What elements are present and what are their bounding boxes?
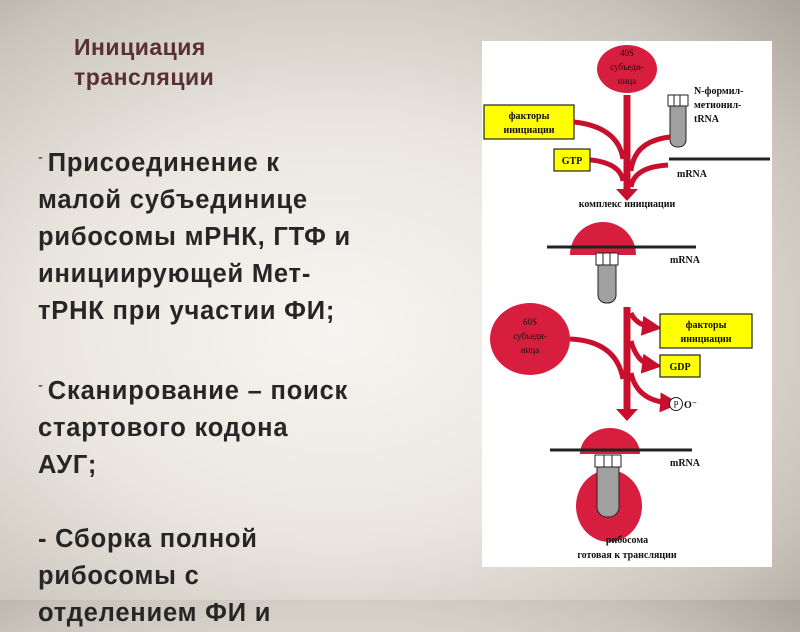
released-factors-box: факторы инициации (659, 313, 753, 349)
phosphate-icon (669, 397, 683, 411)
factors-label: инициации (680, 334, 731, 345)
gdp-box: GDP (659, 354, 701, 378)
complex-small-subunit (570, 222, 636, 255)
factors-box-shape (659, 313, 753, 349)
small-subunit-label: ница (618, 76, 636, 86)
small-subunit-label: 40S (620, 48, 634, 58)
large-subunit-label: 60S (523, 317, 537, 327)
gtp-label: GTP (562, 156, 583, 167)
trna-label: N-формил- (694, 86, 743, 97)
bullet-text: Сканирование – поиск стартового кодона А… (38, 377, 349, 479)
joining-arrow (569, 307, 680, 421)
small-subunit-40s: 40S субъеди- ница (597, 45, 657, 93)
mrna-label: mRNA (670, 458, 701, 469)
ribosome-small-subunit (580, 428, 640, 454)
bullet-dash: - (38, 377, 44, 394)
bullet-dash: - (38, 149, 44, 166)
large-subunit-label: субъеди- (513, 331, 547, 341)
trna-label: метионил- (694, 100, 741, 111)
bullet-item: - Сборка полной рибосомы с отделением ФИ… (38, 521, 476, 632)
assembly-arrow (573, 95, 671, 201)
factors-label: инициации (503, 125, 554, 136)
phosphate-label: P (673, 400, 678, 410)
mrna-label: mRNA (670, 255, 701, 266)
bullet-item: -Сканирование – поиск стартового кодона … (38, 367, 476, 484)
bullet-list: -Присоединение к малой субъединице рибос… (38, 139, 476, 632)
large-subunit-60s: 60S субъеди- ница (490, 303, 570, 375)
assembled-ribosome (550, 428, 692, 542)
factors-label: факторы (686, 320, 727, 331)
initiation-complex (547, 222, 696, 304)
factors-label: факторы (509, 111, 550, 122)
mrna-label: mRNA (677, 169, 708, 180)
diagram-canvas: 40S субъеди- ница факторы инициации N-фо… (483, 45, 770, 561)
bullet-text: Присоединение к малой субъединице рибосо… (38, 149, 351, 325)
gtp-box-shape (553, 148, 591, 172)
slide-title: Инициация трансляции (74, 34, 215, 90)
trna-label: tRNA (694, 114, 720, 125)
translation-initiation-diagram: 40S субъеди- ница факторы инициации N-фо… (482, 41, 772, 567)
bullet-item: -Присоединение к малой субъединице рибос… (38, 139, 476, 330)
ribosome-label: рибосома (606, 535, 648, 546)
initiation-factors-box: факторы инициации (483, 104, 575, 140)
gdp-label: GDP (669, 362, 690, 373)
small-subunit-label: субъеди- (610, 62, 644, 72)
large-subunit-label: ница (521, 345, 539, 355)
large-subunit-shape (490, 303, 570, 375)
trna-anticodon (595, 252, 619, 266)
initiation-complex-label: комплекс инициации (579, 199, 676, 210)
bullet-text: - Сборка полной рибосомы с отделением ФИ… (38, 525, 272, 627)
gtp-box: GTP (553, 148, 591, 172)
trna-anticodon (594, 454, 622, 468)
gdp-box-shape (659, 354, 701, 378)
initiator-trna (667, 94, 689, 148)
ribosome-label: готовая к трансляции (577, 550, 677, 561)
trna-anticodon (667, 94, 689, 107)
phosphate-charge: O⁻ (684, 400, 697, 411)
small-subunit-shape (597, 45, 657, 93)
phosphate: P O⁻ (669, 397, 697, 411)
